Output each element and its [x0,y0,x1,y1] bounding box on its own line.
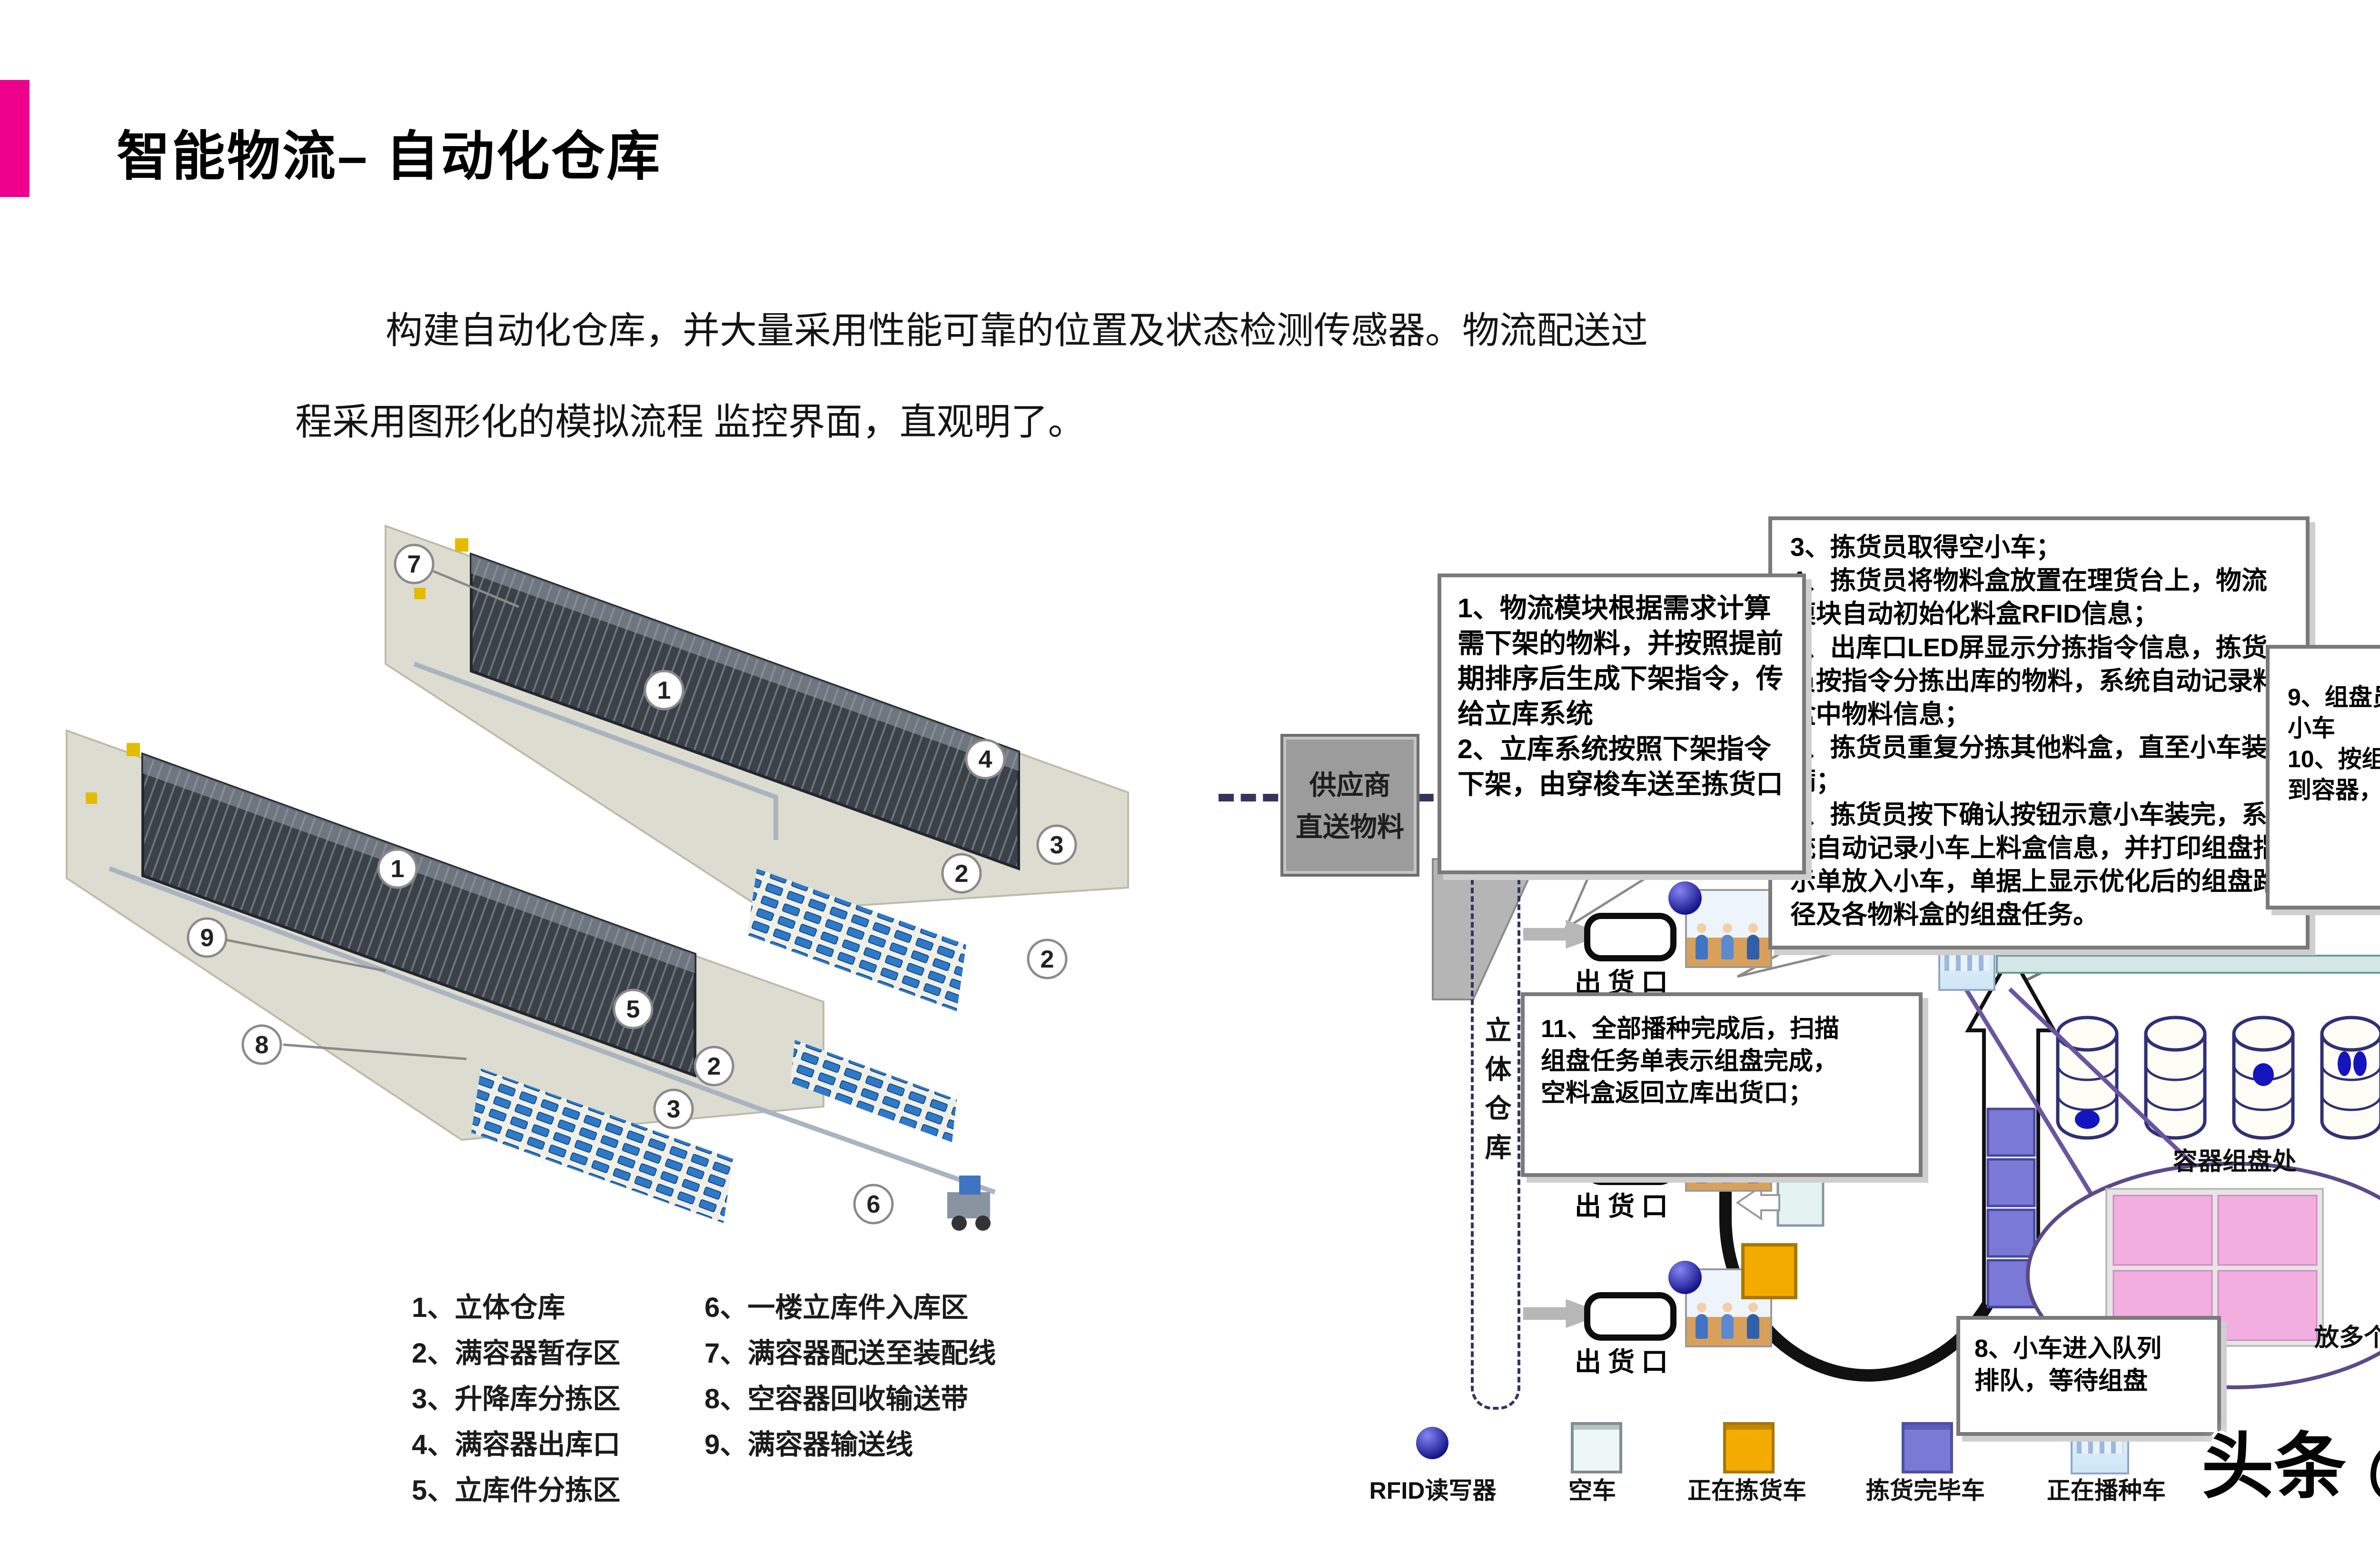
legend-item: 1、立体仓库 [412,1292,565,1323]
cart-queue [1986,1107,2036,1308]
step-box-3-7: 3、拣货员取得空小车； 4、拣货员将物料盒放置在理货台上，物流模块自动初始化料盒… [1768,516,2310,949]
outlet-box-1 [1584,913,1676,961]
legend-item: 9、满容器输送线 [704,1429,913,1460]
rfid-sphere-icon [1668,1261,1702,1294]
step-box-11: 11、全部播种完成后，扫描 组盘任务单表示组盘完成， 空料盒返回立库出货口； [1521,992,1923,1177]
legend-item: 2、满容器暂存区 [412,1338,621,1369]
supplier-line-1: 供应商 [1309,770,1391,801]
svg-text:9: 9 [200,924,214,952]
svg-text:2: 2 [707,1053,721,1080]
marker-9: 9 [187,917,228,958]
tote-cluster [790,1040,957,1142]
queue-up-arrow [1965,950,2057,1308]
rack-block-lower [141,752,696,1078]
marker-2c: 2 [694,1046,734,1087]
warehouse-3d-illustration: 7 1 4 3 2 2 1 9 8 5 2 3 6 [52,507,1161,1278]
supplier-line-2: 直送物料 [1296,812,1404,843]
step-box-8: 8、小车进入队列 排队，等待组盘 [1956,1316,2221,1436]
rfid-sphere-icon [1668,881,1702,915]
step-box-9-10: 9、组盘员获取队列中第一个 小车 10、按组盘指示单中提示找 到容器，并进行播种… [2266,645,2380,909]
svg-text:5: 5 [626,996,640,1023]
warehouse-legend-col2: 6、一楼立库件入库区 7、满容器配送至装配线 8、空容器回收输送带 9、满容器输… [704,1285,996,1468]
marker-6: 6 [853,1184,894,1225]
intro-line-1: 构建自动化仓库，并大量采用性能可靠的位置及状态检测传感器。物流配送过 [386,309,1648,351]
flow-legend-label-seeding: 正在播种车 [2047,1477,2166,1504]
svg-text:7: 7 [407,551,421,578]
svg-text:3: 3 [1050,831,1064,859]
page-title: 智能物流– 自动化仓库 [117,127,662,186]
conveyor-line [1996,955,2380,974]
container-stacks [2056,1016,2380,1140]
container-area-label: 容器组盘处 [2172,1148,2297,1176]
rfid-sphere-icon [1416,1427,1448,1459]
legend-item: 8、空容器回收输送带 [704,1384,969,1414]
picking-cart-icon [1723,1422,1775,1473]
marker-7: 7 [394,544,435,584]
svg-text:8: 8 [255,1031,269,1059]
tote-cluster [471,1068,733,1223]
marker-1b: 1 [377,848,418,889]
legend-item: 5、立库件分拣区 [412,1475,621,1506]
svg-text:4: 4 [979,746,992,773]
flow-legend-label-picking: 正在拣货车 [1687,1477,1806,1504]
svg-text:2: 2 [1041,946,1054,973]
legend-item: 7、满容器配送至装配线 [704,1338,996,1369]
marker-2b: 2 [1027,939,1068,979]
marker-4: 4 [965,739,1006,780]
svg-text:1: 1 [391,855,405,883]
flow-legend-label-done: 拣货完毕车 [1866,1477,1985,1504]
flow-legend-label-rfid: RFID读写器 [1369,1477,1497,1504]
flow-legend-label-empty: 空车 [1568,1477,1616,1504]
marker-3b: 3 [653,1088,694,1129]
svg-text:3: 3 [667,1096,681,1123]
rack-block-upper [470,552,1020,871]
empty-cart-icon [1571,1422,1622,1473]
outlet-label-3: 出货口 [1575,1347,1675,1377]
picked-done-cart-icon [1902,1422,1953,1473]
legend-item: 3、升降库分拣区 [412,1384,621,1414]
marker-2: 2 [941,853,982,894]
asrs-vertical-label: 立体仓库 [1481,1016,1511,1172]
warehouse-3d-svg: 7 1 4 3 2 2 1 9 8 5 2 3 6 [66,524,1129,1231]
step-box-1-2: 1、物流模块根据需求计算需下架的物料，并按照提前期排序后生成下架指令，传给立库系… [1438,573,1806,874]
accent-bar [0,80,30,197]
marker-5: 5 [613,988,654,1029]
picking-cart-icon [1741,1243,1797,1299]
outlet-label-2: 出货口 [1575,1191,1675,1221]
legend-item: 6、一楼立库件入库区 [704,1292,969,1323]
svg-text:6: 6 [867,1191,881,1218]
watermark: 头条 @大音智能 [2202,1426,2380,1507]
marker-8: 8 [241,1024,282,1065]
forklift-icon [947,1176,991,1231]
marker-3: 3 [1036,824,1077,865]
supplier-box: 供应商 直送物料 [1280,734,1419,877]
tote-cluster [747,869,966,1011]
svg-text:2: 2 [955,860,969,888]
legend-item: 4、满容器出库口 [412,1429,621,1460]
outlet-box-3 [1584,1292,1676,1341]
intro-line-2: 程采用图形化的模拟流程 监控界面，直观明了。 [295,401,1085,443]
marker-1: 1 [644,670,684,711]
warehouse-legend-col1: 1、立体仓库 2、满容器暂存区 3、升降库分拣区 4、满容器出库口 5、立库件分… [412,1285,620,1513]
svg-text:1: 1 [657,677,671,704]
multi-material-note: 放多个物料 [2314,1324,2380,1352]
